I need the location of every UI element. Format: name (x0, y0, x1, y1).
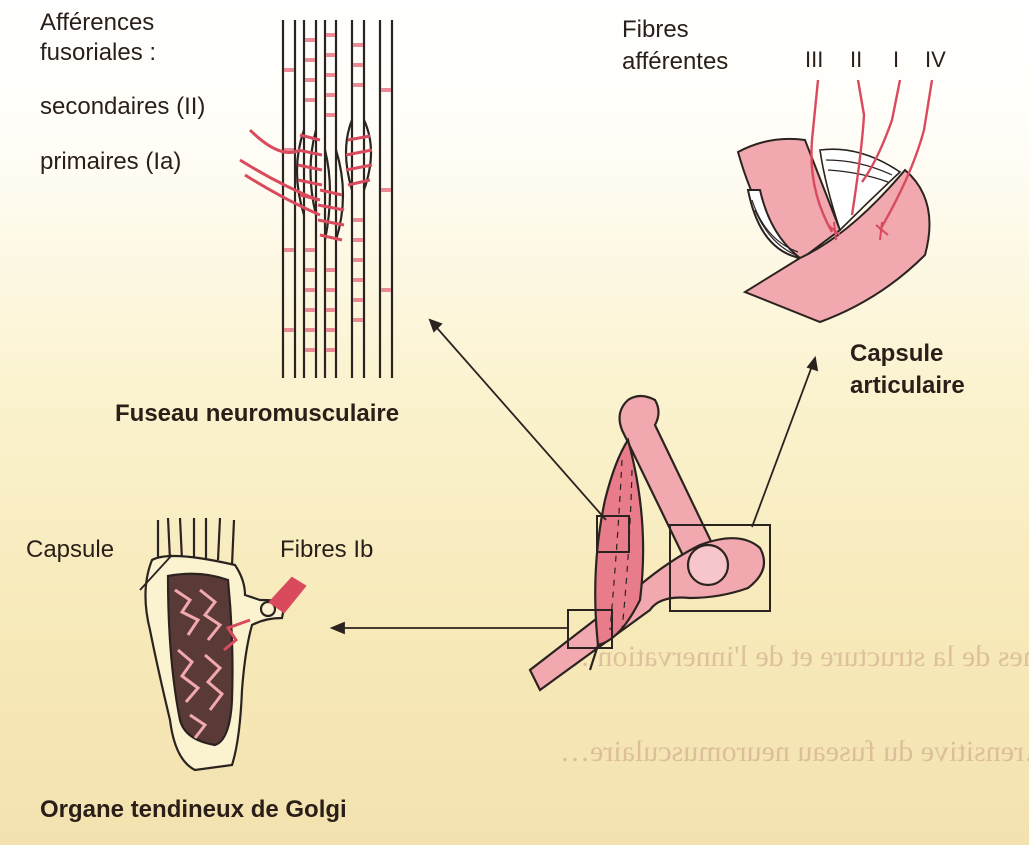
arrow-to-capsule (752, 358, 815, 527)
afferences-fusoriales-label: Afférences fusoriales : (40, 8, 156, 68)
joint-capsule-illustration (738, 80, 932, 322)
secondaires-label: secondaires (II) (40, 93, 205, 121)
afferences-line1: Afférences (40, 8, 156, 38)
fiber-III-label: III (805, 47, 823, 73)
fibres-afferentes-label: Fibres afférentes (622, 14, 728, 78)
afferences-line2: fusoriales : (40, 38, 156, 68)
fibres-ib-label: Fibres Ib (280, 536, 373, 564)
fiber-I-label: I (893, 47, 899, 73)
fibres-afferentes-line2: afférentes (622, 46, 728, 78)
fibres-afferentes-line1: Fibres (622, 14, 728, 46)
primaires-label: primaires (Ia) (40, 148, 181, 176)
organe-tendineux-golgi-label: Organe tendineux de Golgi (40, 796, 347, 824)
muscle-spindle-illustration (240, 20, 392, 378)
capsule-label: Capsule (26, 536, 114, 564)
arrow-to-spindle (430, 320, 606, 520)
fiber-IV-label: IV (925, 47, 946, 73)
fuseau-neuromusculaire-label: Fuseau neuromusculaire (115, 400, 399, 428)
fiber-II-label: II (850, 47, 862, 73)
arm-muscle-illustration (530, 396, 770, 690)
capsule-articulaire-line1: Capsule (850, 338, 965, 370)
capsule-articulaire-line2: articulaire (850, 370, 965, 402)
capsule-articulaire-label: Capsule articulaire (850, 338, 965, 402)
